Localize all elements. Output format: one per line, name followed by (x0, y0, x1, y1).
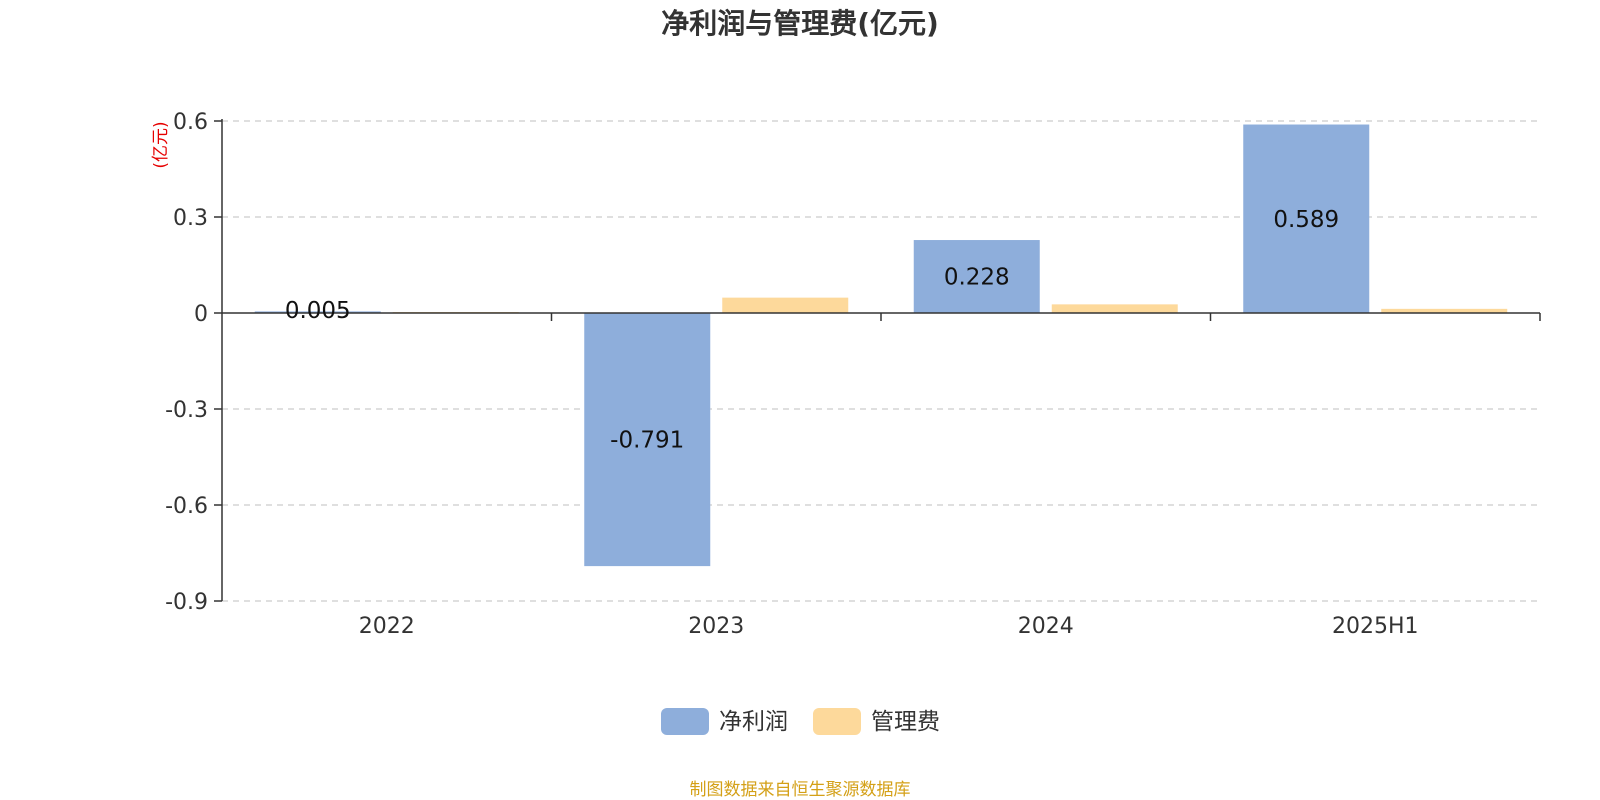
bars (254, 124, 1508, 567)
legend-swatch (661, 708, 709, 735)
legend-swatch (813, 708, 861, 735)
data-label: 0.228 (944, 265, 1010, 291)
data-label: 0.005 (285, 298, 351, 324)
legend[interactable]: 净利润 管理费 (661, 708, 940, 735)
axes: 0.6 0.3 0 -0.3 -0.6 -0.9 2022 2023 2024 2025H1 (165, 110, 1541, 639)
y-axis-unit-label: (亿元) (151, 121, 171, 168)
y-tick-label: 0 (194, 302, 208, 327)
data-label: 0.589 (1273, 207, 1339, 233)
y-tick-label: 0.6 (173, 110, 208, 135)
bar-admin-expense (1381, 308, 1508, 313)
bar-net-profit (584, 313, 711, 567)
y-tick-label: -0.9 (165, 590, 208, 615)
x-tick-label: 2024 (1018, 614, 1074, 639)
legend-item-label: 管理费 (871, 709, 940, 735)
x-tick-label: 2023 (688, 614, 744, 639)
x-tick-label: 2022 (359, 614, 415, 639)
chart-title: 净利润与管理费(亿元) (661, 7, 939, 40)
data-source-note: 制图数据来自恒生聚源数据库 (690, 780, 911, 800)
bar-net-profit (1243, 124, 1370, 314)
y-tick-label: -0.3 (165, 398, 208, 423)
bar-net-profit (254, 311, 381, 313)
bar-admin-expense (722, 297, 849, 313)
bar-admin-expense (1051, 304, 1178, 313)
legend-item-label: 净利润 (719, 709, 788, 735)
x-tick-label: 2025H1 (1332, 614, 1419, 639)
y-tick-label: 0.3 (173, 206, 208, 231)
data-label: -0.791 (610, 428, 684, 454)
y-tick-label: -0.6 (165, 494, 208, 519)
data-labels: 0.005 -0.791 0.228 0.589 (285, 207, 1339, 454)
bar-net-profit (913, 240, 1040, 313)
